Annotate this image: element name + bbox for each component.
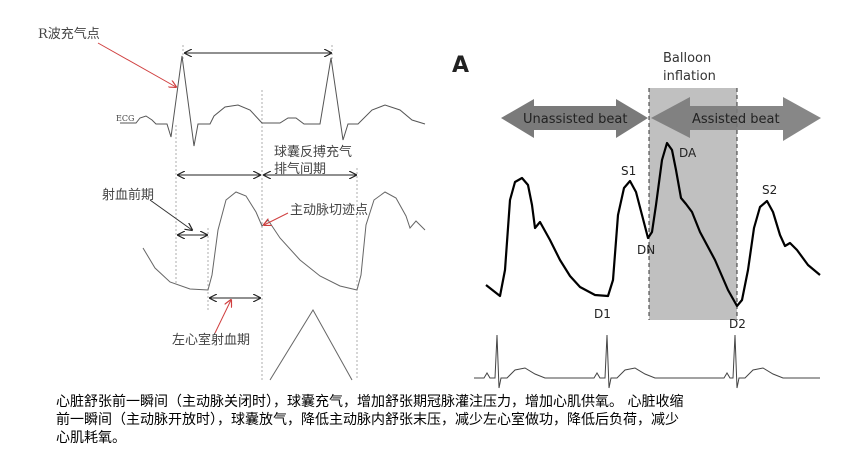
label-da: DA [679,146,697,160]
pre-ejection-label: 射血前期 [102,187,154,203]
label-d1: D1 [594,307,611,321]
r-wave-label: R波充气点 [38,26,100,42]
ecg-trace-right [474,334,820,389]
label-d2: D2 [729,317,746,331]
assisted-beat-label: Assisted beat [692,112,780,127]
balloon-pressure-triangle [269,309,353,381]
arterial-pressure-trace [485,141,821,308]
aortic-pressure-trace [142,191,426,291]
notch-pointer [264,212,289,225]
r-wave-pointer [97,42,176,87]
ecg-trace [120,55,426,147]
dicrotic-notch-label: 主动脉切迹点 [290,203,368,218]
interval-label-line2: 排气间期 [274,161,326,177]
lv-ejection-label: 左心室射血期 [172,332,250,348]
label-dn: DN [637,243,655,257]
caption-line-1: 心脏舒张前一瞬间（主动脉关闭时），球囊充气，增加舒张期冠脉灌注压力，增加心肌供氧… [56,394,684,410]
balloon-label-line2: inflation [663,69,716,84]
caption-line-2: 前一瞬间（主动脉开放时），球囊放气，降低主动脉内舒张末压，减少左心室做功，降低后… [56,412,679,428]
pre-ejection-pointer [149,199,192,230]
unassisted-beat-label: Unassisted beat [523,112,627,127]
caption: 心脏舒张前一瞬间（主动脉关闭时），球囊充气，增加舒张期冠脉灌注压力，增加心肌供氧… [56,393,683,447]
label-s1: S1 [621,164,636,178]
left-diagram: R波充气点 ECG 球囊反搏充气 排气间期 射血前期 主动脉切迹点 左心室射血期 [38,26,426,381]
unassisted-beat-arrow [501,99,648,138]
label-s2: S2 [762,183,777,197]
ecg-label: ECG [116,114,134,123]
balloon-label-line1: Balloon [663,51,711,66]
lv-ejection-pointer [214,300,231,334]
caption-line-3: 心肌耗氧。 [56,430,126,446]
right-diagram: A Balloon inflation Unassisted beat Assi… [452,51,821,389]
guide-lines [175,45,358,380]
assisted-beat-arrow [651,97,821,141]
interval-label-line1: 球囊反搏充气 [274,144,352,160]
panel-label: A [452,53,469,78]
